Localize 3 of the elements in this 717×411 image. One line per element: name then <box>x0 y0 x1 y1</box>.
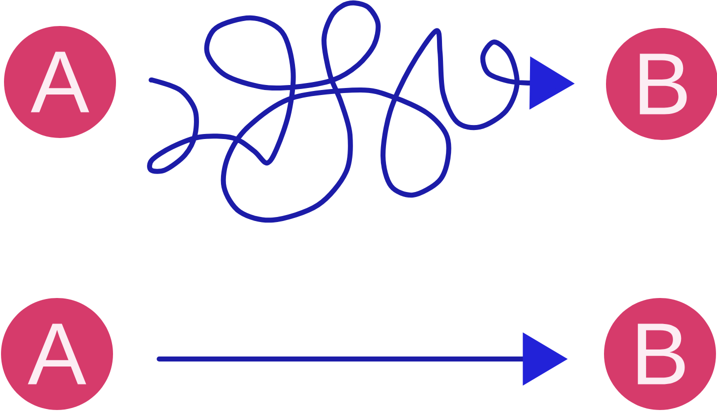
circle-node: A <box>1 298 113 410</box>
circle-node: B <box>604 298 716 410</box>
circle-node: A <box>4 26 116 138</box>
